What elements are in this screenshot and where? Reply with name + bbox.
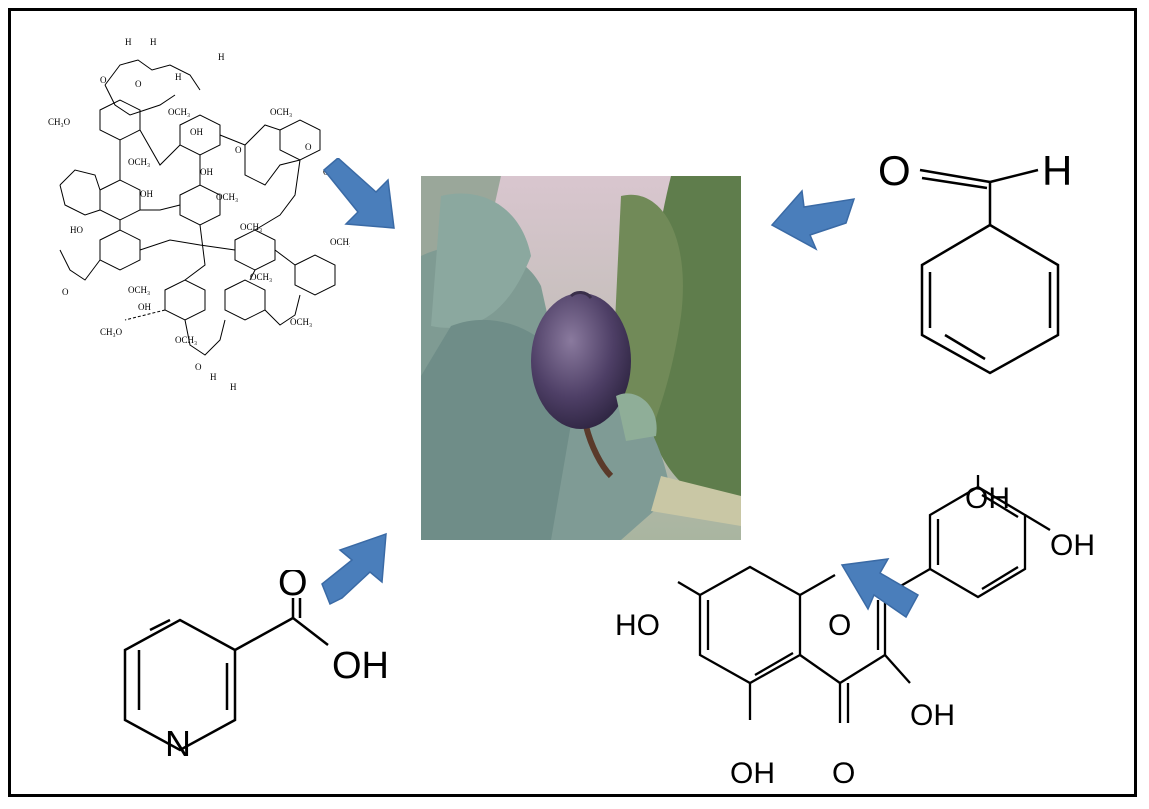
svg-text:HO: HO <box>70 225 83 235</box>
svg-text:OH: OH <box>138 302 151 312</box>
arrow-from-lignin <box>322 158 395 229</box>
arrow-from-nicotinic-acid <box>321 532 387 606</box>
nicotinic-oh-label: OH <box>332 645 389 687</box>
svg-text:H: H <box>230 382 237 392</box>
quercetin-structure: OH OH OH HO O OH O OH <box>615 475 1095 785</box>
benzaldehyde-o-label: O <box>878 147 911 194</box>
svg-text:OCH₃: OCH₃ <box>240 222 262 232</box>
svg-text:O: O <box>135 79 142 89</box>
quercetin-oh-3prime-label: OH <box>965 482 1010 515</box>
svg-text:O: O <box>235 145 242 155</box>
svg-text:H: H <box>125 37 132 47</box>
svg-text:OCH₃: OCH₃ <box>168 107 190 117</box>
nicotinic-o-label: O <box>278 570 308 604</box>
svg-text:H: H <box>150 37 157 47</box>
svg-text:H: H <box>210 372 217 382</box>
svg-text:H: H <box>175 72 182 82</box>
svg-text:H: H <box>218 52 225 62</box>
svg-text:O: O <box>195 362 202 372</box>
arrow-from-quercetin <box>840 558 920 619</box>
benzaldehyde-structure: O H <box>878 147 1072 375</box>
svg-text:OCH₃: OCH₃ <box>270 107 292 117</box>
svg-text:OCH₃: OCH₃ <box>128 157 150 167</box>
arrow-from-benzaldehyde <box>770 189 856 251</box>
svg-text:OH: OH <box>200 167 213 177</box>
svg-text:O: O <box>100 75 107 85</box>
lignin-structure: CH₃O OCH₃ OH OCH₃ OCH₃ OH OH OCH₃ OCH₃ O… <box>48 37 350 392</box>
quercetin-oh-5-label: OH <box>730 757 775 785</box>
svg-text:O: O <box>62 287 69 297</box>
svg-text:CH₃O: CH₃O <box>100 327 123 337</box>
svg-text:OCH₃: OCH₃ <box>250 272 272 282</box>
svg-text:OCH₃: OCH₃ <box>216 192 238 202</box>
svg-text:OH: OH <box>190 127 203 137</box>
nicotinic-acid-structure: O OH N <box>123 570 389 760</box>
quercetin-oh-4prime-label: OH <box>1050 529 1095 562</box>
fig-photo <box>421 176 741 540</box>
quercetin-ring-o-label: O <box>828 609 851 642</box>
svg-text:OCH₃: OCH₃ <box>128 285 150 295</box>
quercetin-ho-7-label: HO <box>615 609 660 642</box>
quercetin-carbonyl-o-label: O <box>832 757 855 785</box>
svg-text:OCH₃: OCH₃ <box>330 237 350 247</box>
svg-text:CH₃O: CH₃O <box>48 117 71 127</box>
benzaldehyde-h-label: H <box>1042 147 1072 194</box>
svg-text:O: O <box>305 142 312 152</box>
svg-text:OCH₃: OCH₃ <box>290 317 312 327</box>
nicotinic-n-label: N <box>165 723 191 760</box>
fig-photo-art <box>421 176 741 540</box>
quercetin-oh-3-label: OH <box>910 699 955 732</box>
svg-text:OH: OH <box>140 189 153 199</box>
svg-text:OCH₃: OCH₃ <box>175 335 197 345</box>
